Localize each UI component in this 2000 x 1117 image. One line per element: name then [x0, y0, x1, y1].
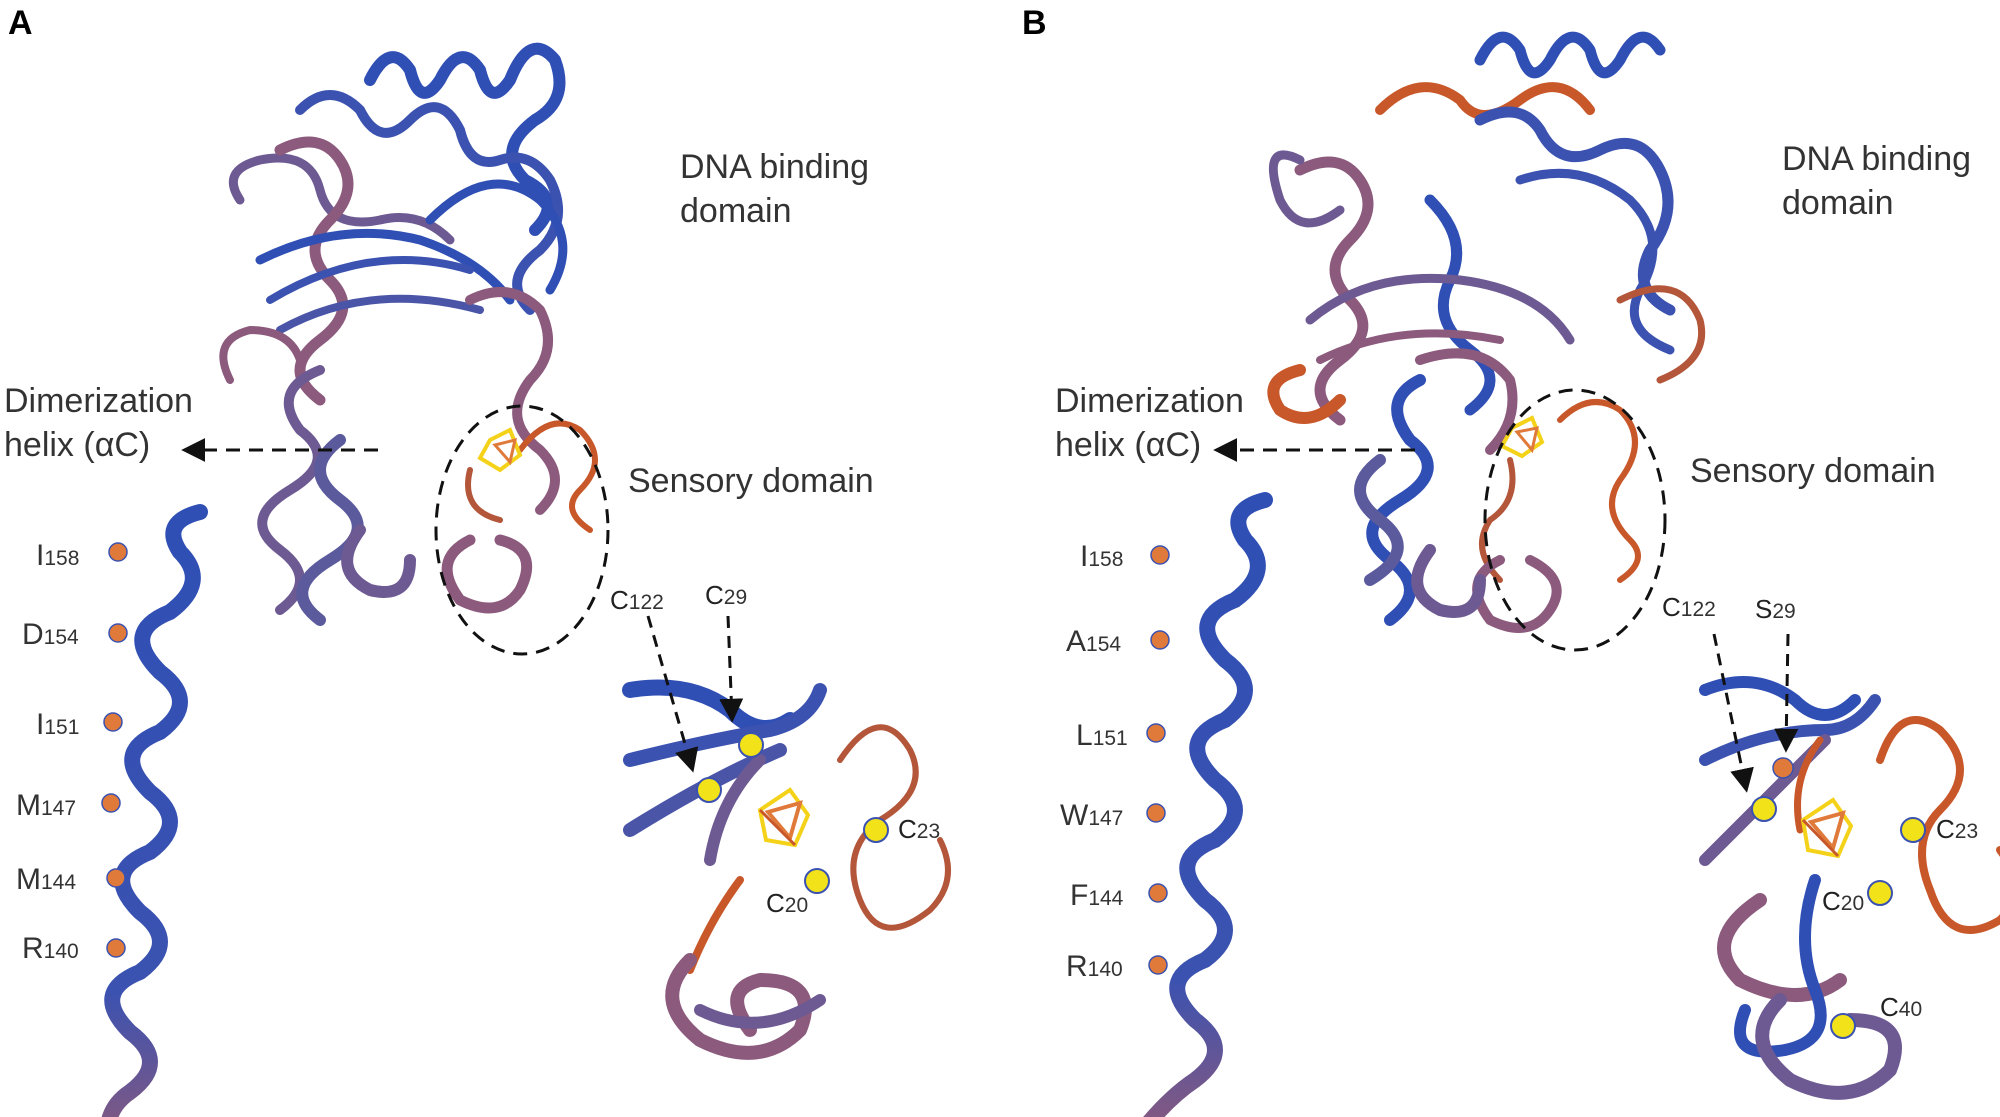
dna-binding-domain-label-line2: domain [680, 192, 792, 230]
svg-text:M144: M144 [16, 863, 76, 896]
dna-binding-domain-label-line1: DNA binding [680, 148, 869, 186]
dimerization-helix-label-line1: Dimerization [4, 382, 193, 420]
residue-label: C23 [898, 814, 940, 844]
sensory-domain-label: Sensory domain [628, 462, 874, 500]
residue-label: C23 [1936, 814, 1978, 844]
svg-text:R140: R140 [1066, 950, 1123, 983]
sensory-domain-label: Sensory domain [1690, 452, 1936, 490]
iron-sulfur-cluster-icon [757, 787, 811, 848]
dimerization-helix-label-line2: helix (αC) [1055, 426, 1201, 464]
panel-letter: B [1022, 4, 1047, 42]
residue-label: A154 [1066, 625, 1170, 658]
svg-text:I158: I158 [36, 539, 79, 572]
iron-sulfur-cluster-icon [1499, 415, 1545, 459]
svg-text:L151: L151 [1076, 719, 1128, 752]
helix-residues: I158 A154 L151 W147 F144 R140 [1060, 540, 1170, 983]
residue-label: F144 [1070, 879, 1168, 912]
residue-label: I151 [36, 708, 123, 741]
svg-text:W147: W147 [1060, 799, 1123, 832]
protein-structure [1267, 31, 1706, 633]
dimerization-helix-label-line2: helix (αC) [4, 426, 150, 464]
dimerization-helix-label-line1: Dimerization [1055, 382, 1244, 420]
residue-label: R140 [1066, 950, 1168, 983]
c122-pointer-arrow [1712, 633, 1754, 793]
panel-b: B DNA binding domain Dimer [1022, 4, 2000, 1117]
residue-label: I158 [1080, 540, 1170, 573]
dna-binding-domain-label-line1: DNA binding [1782, 140, 1971, 178]
panel-a: A DNA binding domain [4, 4, 951, 1117]
residue-label: D154 [22, 618, 128, 651]
residue-label: C122 [1662, 592, 1716, 622]
helix-residues: I158 D154 I151 M147 M144 R140 [16, 539, 128, 965]
c29-pointer-arrow [719, 615, 744, 723]
dna-binding-domain-label-line2: domain [1782, 184, 1894, 222]
residue-label: S29 [1755, 594, 1796, 624]
dimerization-helix [1143, 492, 1273, 1117]
residue-label: C20 [766, 888, 808, 918]
residue-label: C122 [610, 585, 664, 615]
iron-sulfur-cluster-icon [1800, 797, 1854, 859]
residue-label: M144 [16, 863, 126, 896]
residue-label: W147 [1060, 799, 1166, 832]
svg-text:R140: R140 [22, 932, 79, 965]
svg-text:A154: A154 [1066, 625, 1121, 658]
dimerization-helix [101, 504, 208, 1117]
iron-sulfur-cluster-icon [477, 427, 523, 473]
residue-markers [1751, 757, 1926, 1039]
residue-label: I158 [36, 539, 128, 572]
residue-label: M147 [16, 789, 121, 822]
residue-label: C29 [705, 580, 747, 610]
svg-text:M147: M147 [16, 789, 76, 822]
residue-label: C20 [1822, 886, 1864, 916]
residue-label: C40 [1880, 992, 1922, 1022]
sensory-zoom-inset [1699, 676, 2000, 1100]
svg-text:F144: F144 [1070, 879, 1124, 912]
residue-label: R140 [22, 932, 126, 965]
cysteine-markers [696, 732, 889, 894]
sensory-zoom-inset [622, 679, 951, 1060]
sensory-domain-outline [434, 404, 610, 656]
svg-text:I158: I158 [1080, 540, 1123, 573]
residue-label: L151 [1076, 719, 1166, 752]
svg-text:D154: D154 [22, 618, 79, 651]
protein-structure [219, 42, 598, 626]
svg-text:I151: I151 [36, 708, 79, 741]
c122-pointer-arrow [646, 615, 699, 773]
panel-letter: A [8, 4, 33, 42]
sensory-domain-outline [1483, 388, 1667, 652]
